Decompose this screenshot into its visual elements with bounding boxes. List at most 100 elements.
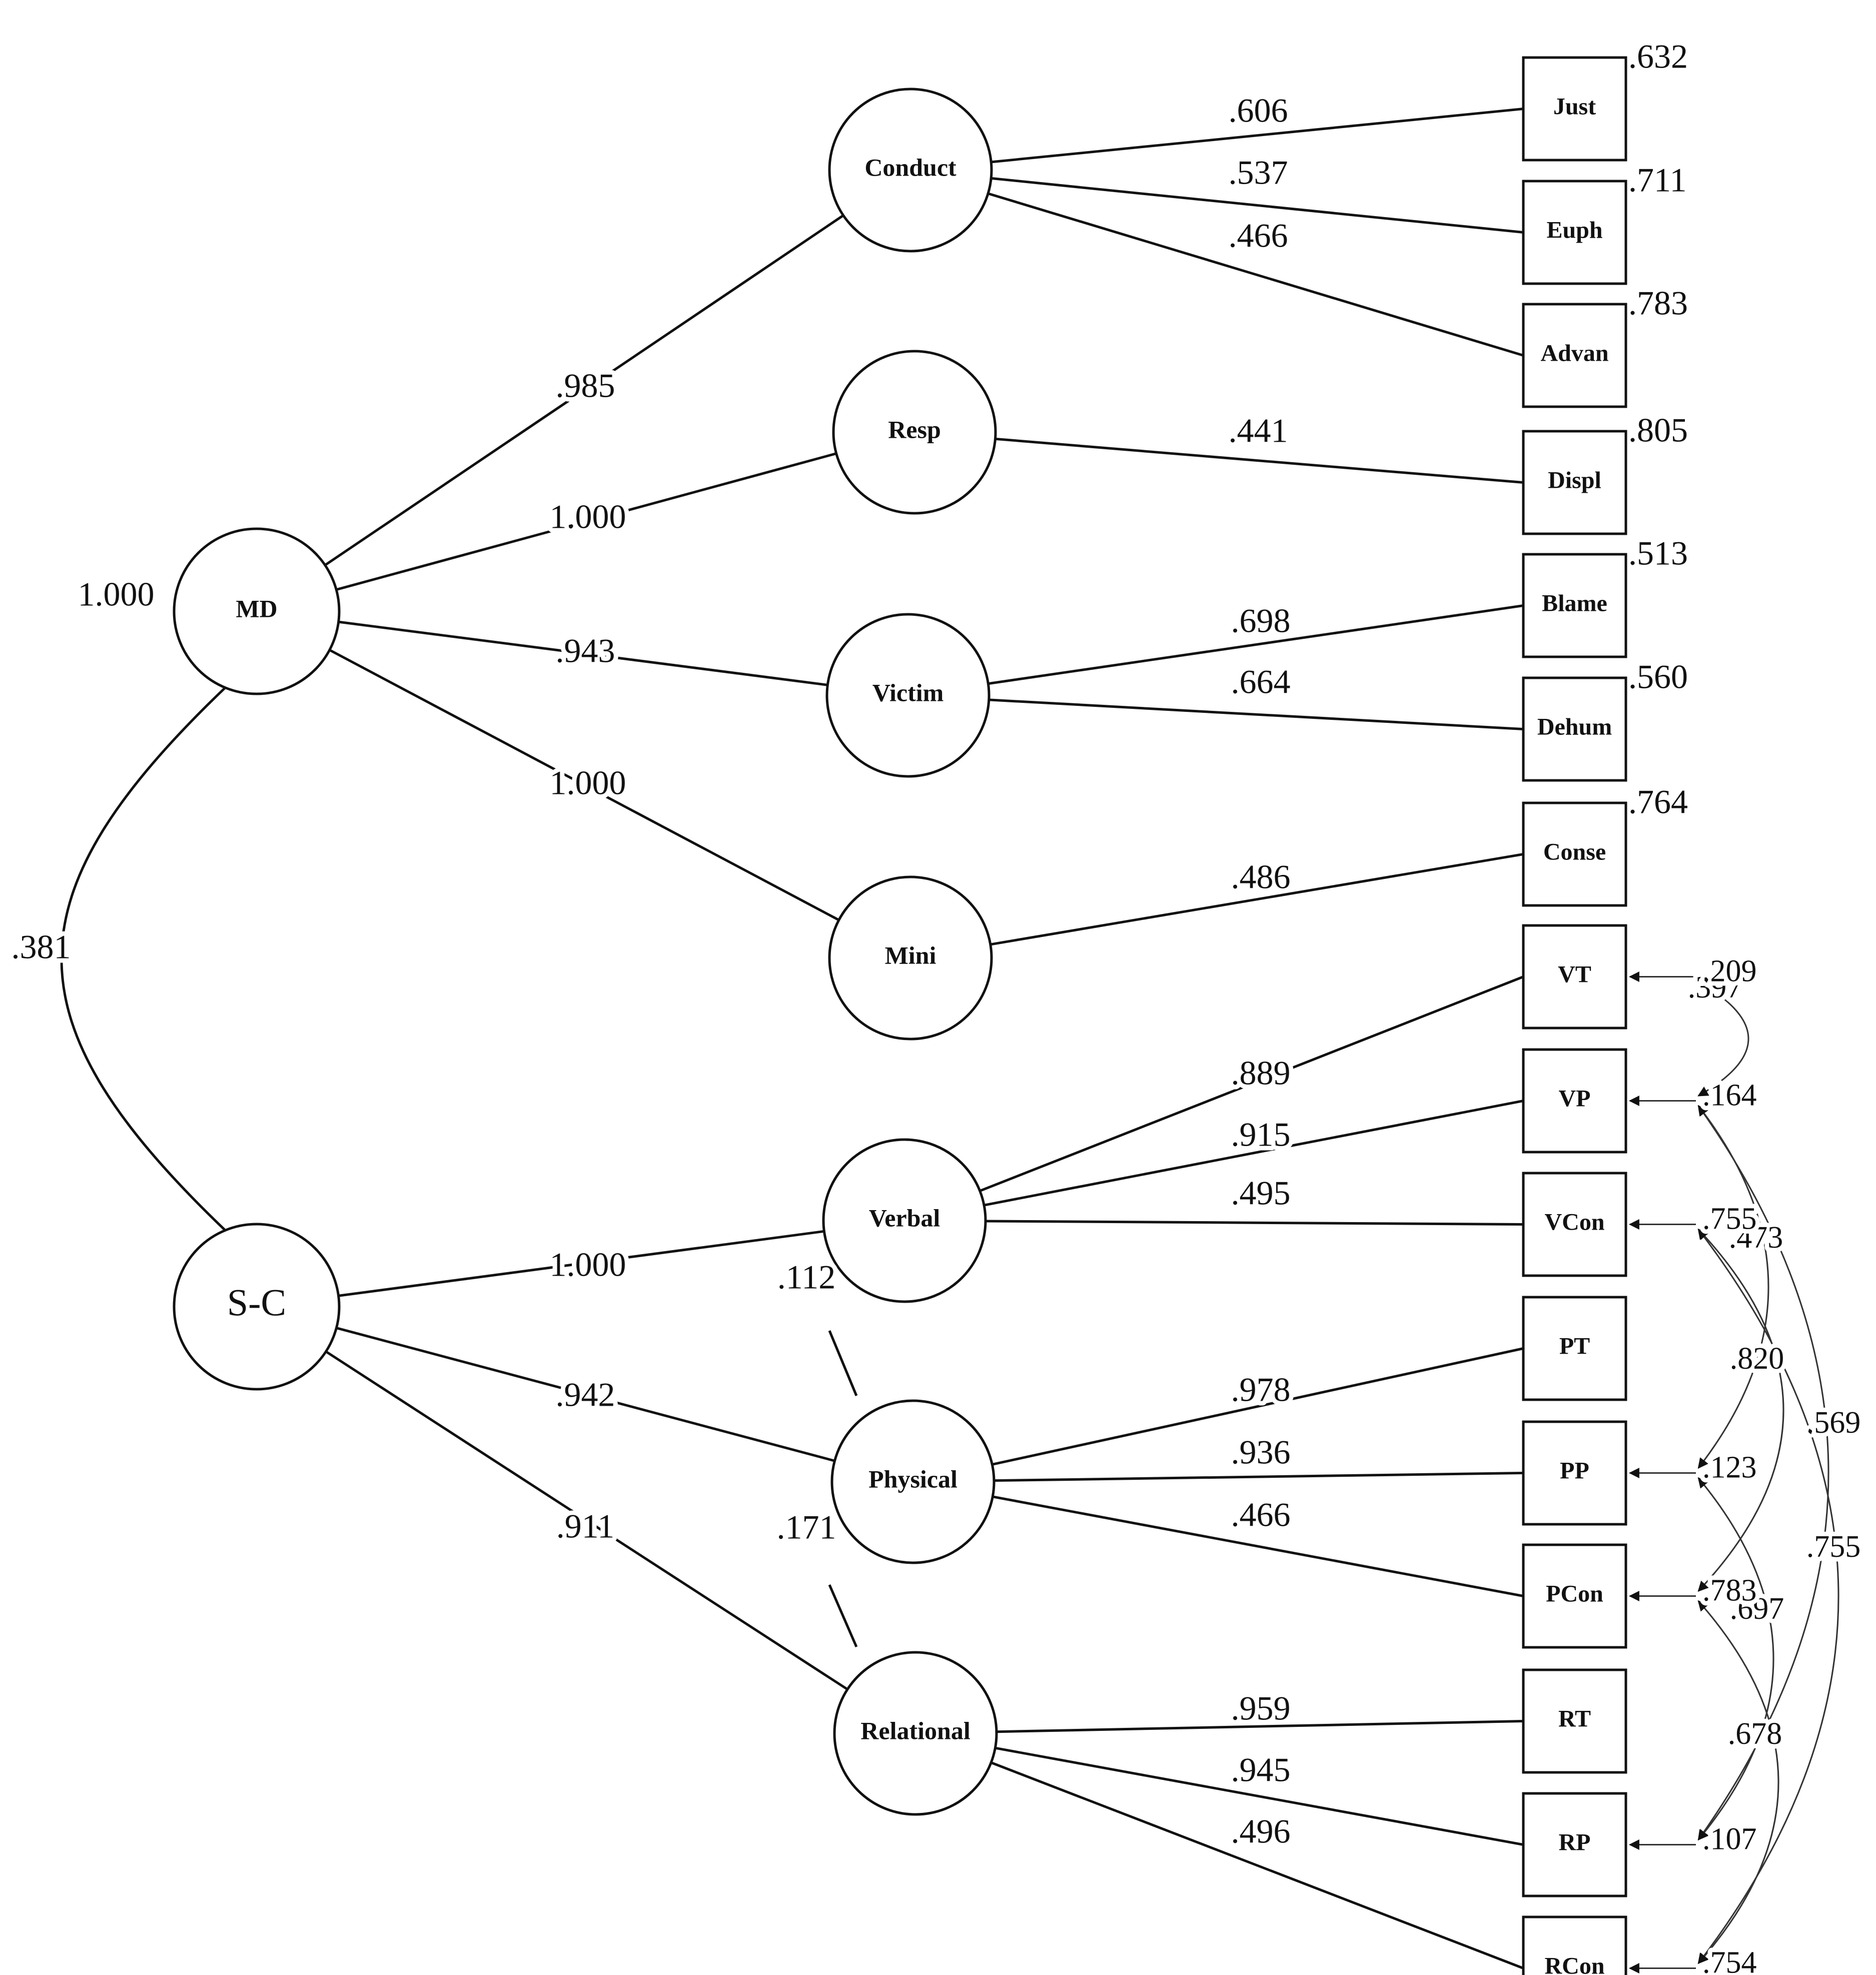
- residual-label-vcon: .755: [1702, 1202, 1757, 1236]
- indicator-label-euph: Euph: [1546, 217, 1602, 244]
- residual-label-rcon: .754: [1702, 1946, 1757, 1975]
- residual-label-conse: .764: [1628, 783, 1688, 821]
- indicator-box-euph: [1522, 180, 1627, 285]
- loading-label-victim: .943: [556, 632, 615, 670]
- path-victim-blame: [988, 604, 1524, 685]
- residual-cov-label-vcon-rcon: .755: [1806, 1530, 1861, 1564]
- loading-label-pt: .978: [1231, 1371, 1291, 1409]
- factor-node-mini: [828, 875, 993, 1041]
- factor-correlation-label: .381: [12, 928, 71, 966]
- loading-label-mini: 1.000: [550, 764, 626, 802]
- indicator-label-pt: PT: [1559, 1333, 1590, 1360]
- loading-label-vcon: .495: [1231, 1174, 1291, 1212]
- factor-node-physical: [830, 1399, 996, 1564]
- loading-label-blame: .698: [1231, 602, 1291, 640]
- path-relational-rp: [995, 1746, 1524, 1846]
- path-relational-rcon: [991, 1761, 1524, 1969]
- indicator-box-just: [1522, 56, 1627, 162]
- loading-label-resp: 1.000: [550, 498, 626, 536]
- loading-label-relational: .911: [556, 1507, 614, 1545]
- factor-corr-verbal-physical: [828, 1330, 858, 1396]
- residual-cov-label-vp-rp: .569: [1806, 1406, 1861, 1440]
- factor-label-physical: Physical: [868, 1465, 958, 1493]
- path-md-mini: [329, 649, 840, 921]
- residual-cov-label-pcon-rcon: .678: [1728, 1717, 1782, 1751]
- residual-cov-vcon-rcon: [1697, 1228, 1839, 1964]
- factor-node-md: [173, 527, 341, 695]
- loading-label-pcon: .466: [1231, 1496, 1291, 1534]
- factor-corr-physical-relational: [828, 1584, 858, 1647]
- factor-label-relational: Relational: [860, 1716, 971, 1744]
- indicator-label-rp: RP: [1559, 1829, 1591, 1856]
- indicator-label-rt: RT: [1558, 1706, 1591, 1732]
- path-md-conduct: [324, 214, 844, 566]
- indicator-box-pt: [1522, 1296, 1627, 1401]
- indicator-box-advan: [1522, 303, 1627, 408]
- indicator-label-rcon: RCon: [1544, 1953, 1604, 1975]
- factor-label-md: MD: [236, 594, 277, 622]
- path-relational-rt: [996, 1720, 1524, 1733]
- loading-label-displ: .441: [1229, 412, 1288, 450]
- residual-label-vt: .209: [1702, 954, 1757, 989]
- residual-label-euph: .711: [1628, 161, 1686, 199]
- factor-correlation-arc: [60, 685, 228, 1233]
- indicator-box-rp: [1522, 1792, 1627, 1897]
- path-sc-physical: [336, 1327, 835, 1462]
- path-victim-dehum: [989, 698, 1524, 730]
- indicator-box-blame: [1522, 553, 1627, 658]
- loading-label-conse: .486: [1231, 858, 1291, 896]
- residual-label-vp: .164: [1702, 1079, 1757, 1113]
- indicator-box-vcon: [1522, 1172, 1627, 1277]
- factor-node-resp: [832, 350, 997, 515]
- residual-label-displ: .805: [1628, 411, 1688, 449]
- path-verbal-vp: [984, 1100, 1524, 1207]
- path-sc-verbal: [338, 1230, 824, 1297]
- factor-node-sc: [173, 1223, 341, 1391]
- residual-cov-vp-rp: [1697, 1105, 1829, 1841]
- indicator-box-pcon: [1522, 1543, 1627, 1649]
- factor-node-conduct: [828, 88, 993, 253]
- indicator-box-rt: [1522, 1668, 1627, 1774]
- path-sc-relational: [325, 1350, 848, 1691]
- loading-label-vt: .889: [1231, 1054, 1291, 1092]
- loading-label-dehum: .664: [1231, 663, 1291, 701]
- loading-label-euph: .537: [1229, 154, 1288, 192]
- indicator-box-rcon: [1522, 1915, 1627, 1975]
- path-resp-displ: [995, 437, 1524, 484]
- residual-cov-label-vt-vp: .397: [1688, 970, 1742, 1005]
- path-conduct-euph: [991, 177, 1524, 234]
- indicator-label-just: Just: [1553, 94, 1596, 120]
- md-arc-end-label: 1.000: [78, 575, 155, 613]
- path-physical-pcon: [992, 1495, 1524, 1597]
- factor-corr-label-verbal-physical: .112: [777, 1258, 835, 1296]
- residual-label-rp: .107: [1702, 1822, 1757, 1856]
- factor-node-verbal: [822, 1138, 987, 1303]
- loading-label-physical: .942: [556, 1376, 615, 1414]
- residual-cov-label-pp-rp: .697: [1730, 1592, 1784, 1626]
- residual-label-pcon: .783: [1702, 1574, 1757, 1608]
- residual-cov-vt-vp: [1697, 981, 1749, 1097]
- loading-label-advan: .466: [1229, 217, 1288, 255]
- indicator-label-vt: VT: [1558, 961, 1591, 988]
- residual-cov-label-vcon-pcon: .820: [1730, 1342, 1784, 1376]
- residual-cov-vcon-pcon: [1697, 1228, 1784, 1592]
- indicator-box-vp: [1522, 1048, 1627, 1154]
- residual-label-dehum: .560: [1628, 658, 1688, 696]
- factor-label-resp: Resp: [888, 415, 941, 443]
- loading-label-pp: .936: [1231, 1433, 1291, 1471]
- loading-label-rt: .959: [1231, 1689, 1291, 1727]
- indicator-label-pcon: PCon: [1546, 1581, 1603, 1607]
- path-md-resp: [336, 452, 837, 591]
- loading-label-conduct: .985: [556, 367, 615, 405]
- residual-label-advan: .783: [1628, 284, 1688, 322]
- indicator-label-vp: VP: [1559, 1086, 1591, 1112]
- factor-label-victim: Victim: [872, 678, 944, 706]
- factor-label-sc: S-C: [227, 1282, 286, 1324]
- indicator-box-conse: [1522, 801, 1627, 907]
- factor-label-mini: Mini: [885, 941, 936, 969]
- loading-label-vp: .915: [1231, 1116, 1291, 1154]
- factor-node-victim: [825, 613, 991, 778]
- path-mini-conse: [990, 853, 1524, 946]
- factor-label-conduct: Conduct: [864, 153, 957, 181]
